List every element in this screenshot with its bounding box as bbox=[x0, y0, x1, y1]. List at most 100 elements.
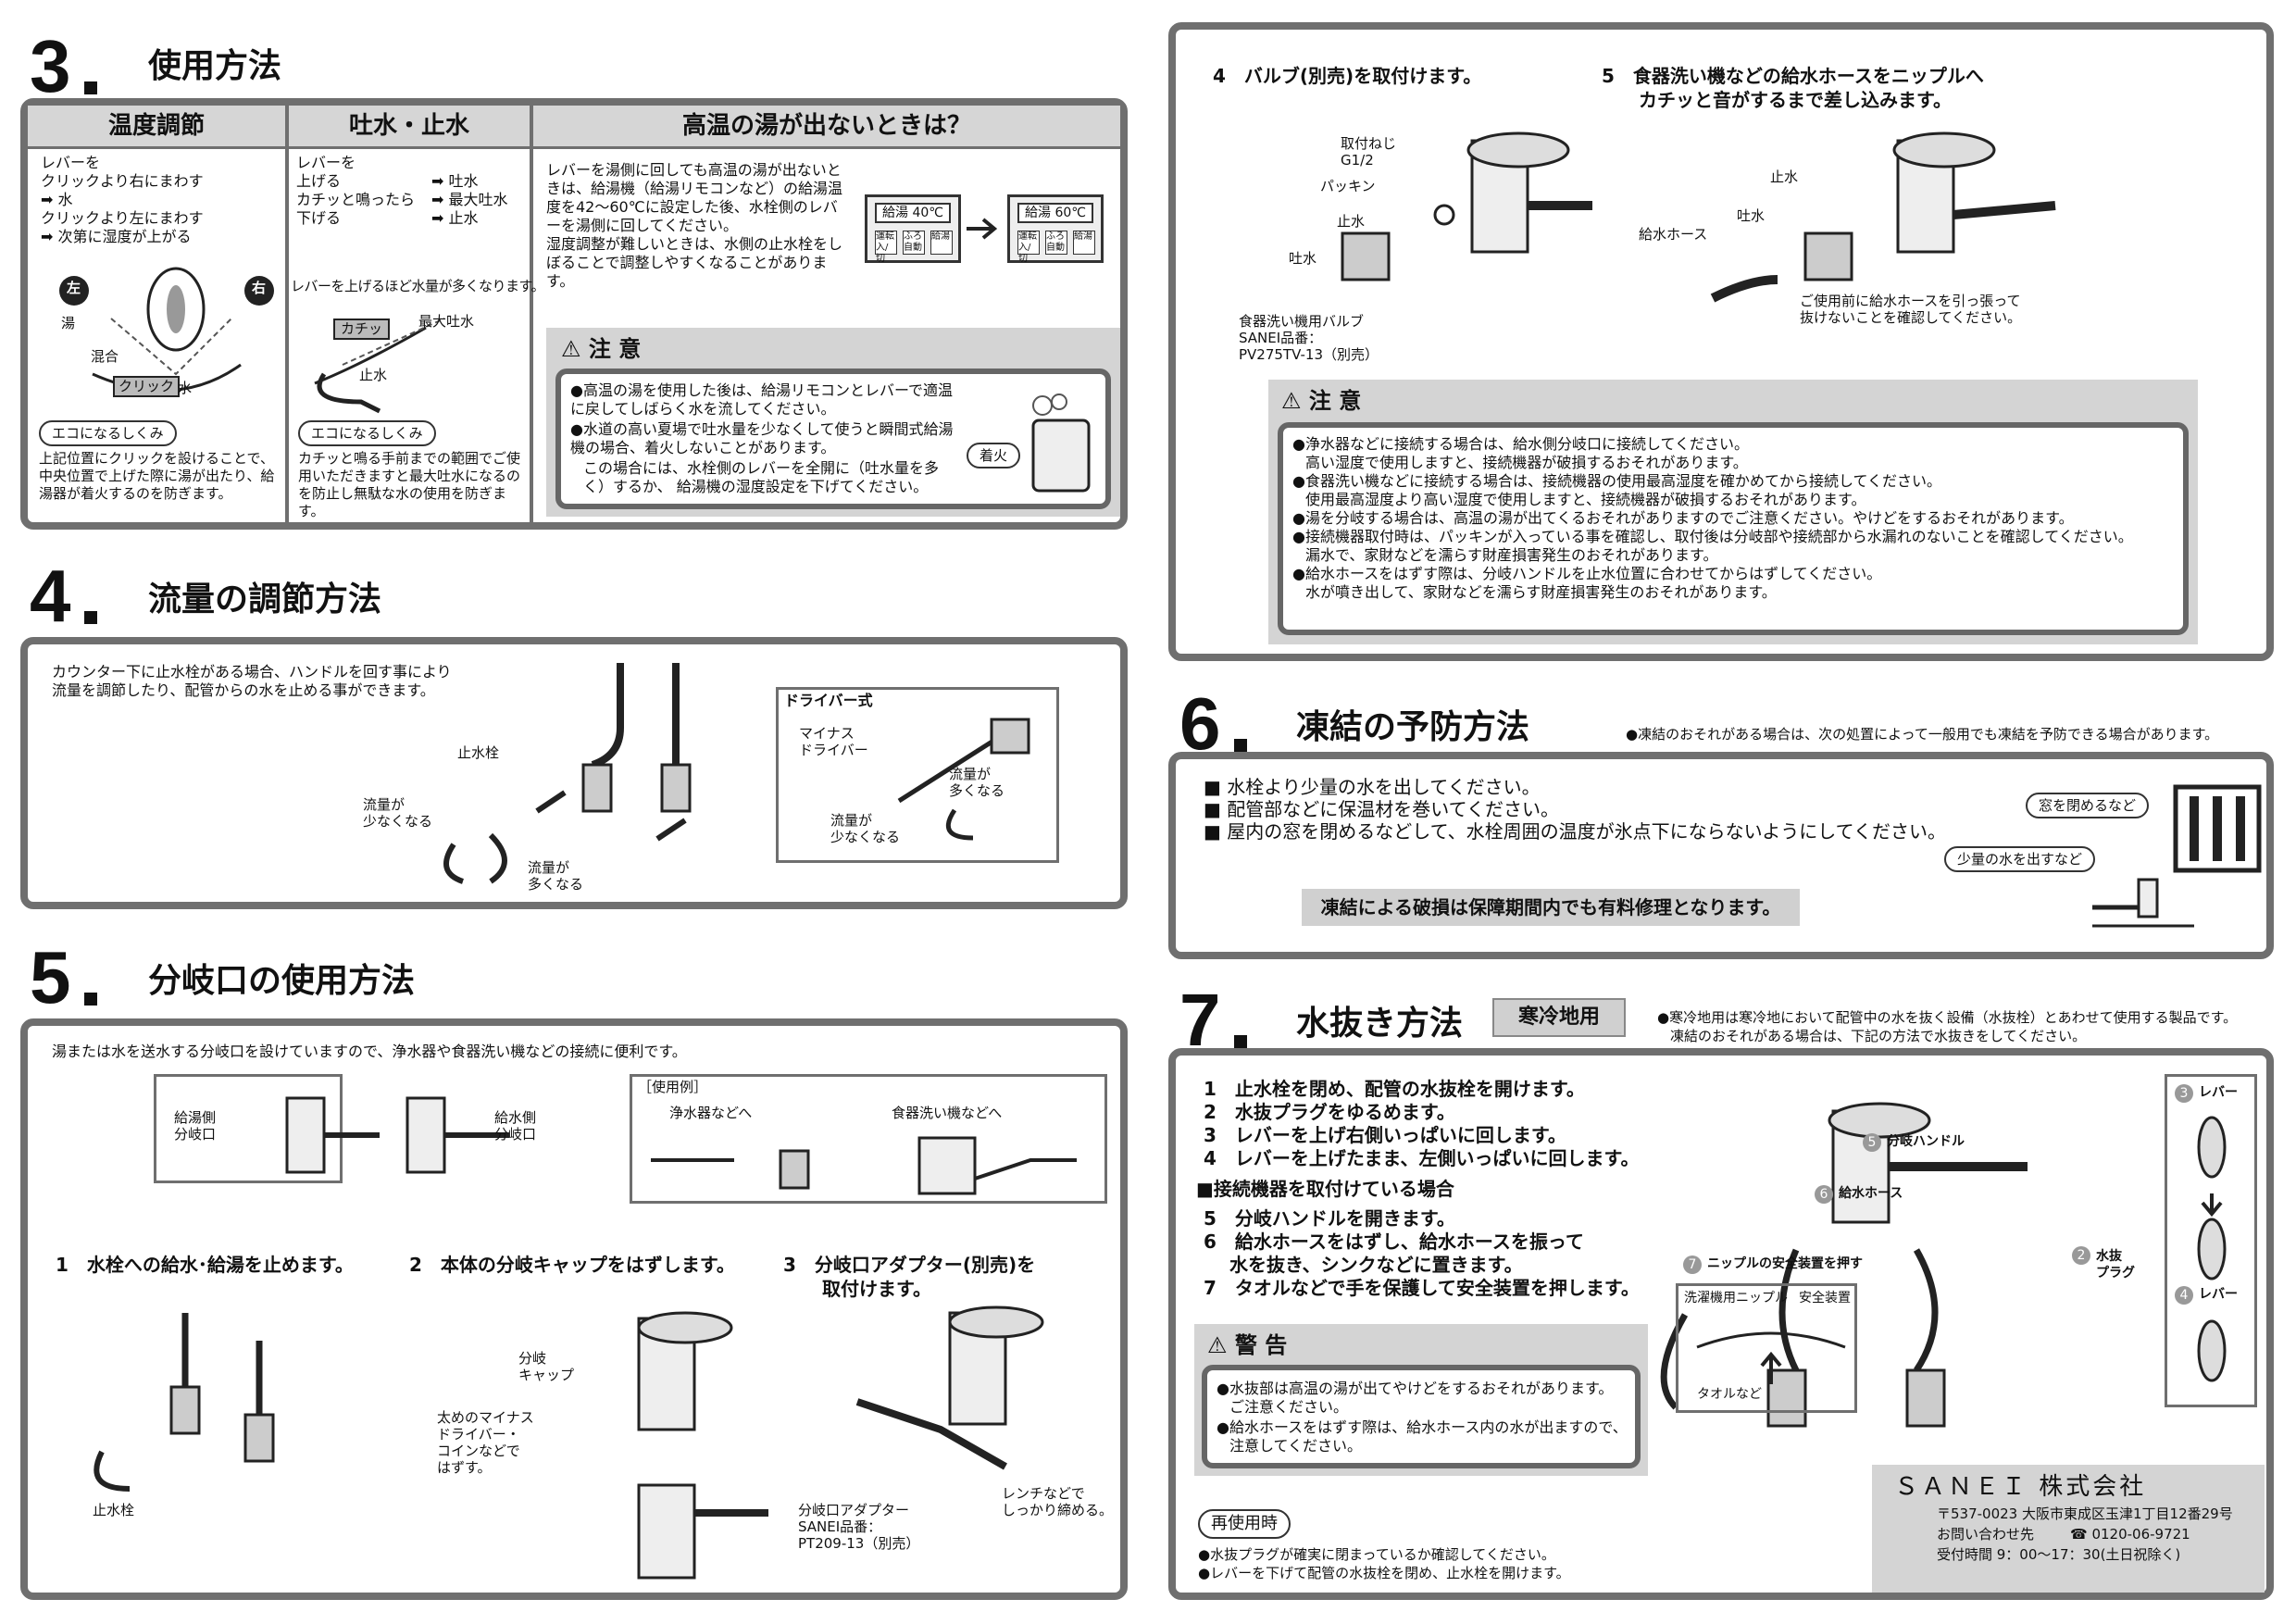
right-marker: 右 bbox=[252, 280, 267, 296]
flow-less-label: 流量が 少なくなる bbox=[363, 796, 433, 830]
adapter-drawing bbox=[855, 1305, 1044, 1470]
section-3-number: 3 bbox=[30, 25, 96, 107]
warning-2b: 注意してください。 bbox=[1229, 1437, 1363, 1455]
driver-title: ドライバー式 bbox=[784, 692, 873, 709]
lever-3-label: レバー bbox=[2199, 1085, 2238, 1100]
spout-diagram bbox=[314, 318, 445, 414]
temp-adjust-text: レバーを クリックより右にまわす ➡ 水 クリックより左にまわす ➡ 次第に湿度… bbox=[41, 154, 204, 245]
example-diagram bbox=[651, 1136, 1077, 1195]
lever-l2: 上げる bbox=[296, 172, 342, 190]
install-step-4: 4 バルブ(別売)を取付けます。 bbox=[1213, 65, 1482, 87]
remote-btn-c: 給湯 bbox=[930, 231, 953, 255]
temp-adjust-header: 温度調節 bbox=[28, 106, 285, 149]
caution-box-valve: ⚠ 注 意 ●浄水器などに接続する場合は、給水側分岐口に接続してください。 高い… bbox=[1268, 380, 2198, 644]
drain-step-3: 3 レバーを上げ右側いっぱいに回します。 bbox=[1204, 1124, 1566, 1146]
company-address: 〒537-0023 大阪市東成区玉津1丁目12番29号 bbox=[1937, 1505, 2233, 1522]
valve-name-label: 食器洗い機用バルブ SANEI品番： PV275TV-13（別売） bbox=[1239, 313, 1379, 363]
hose-insert-drawing bbox=[1710, 131, 2056, 303]
flow-panel: カウンター下に止水栓がある場合、ハンドルを回す事により 流量を調節したり、配管か… bbox=[20, 637, 1128, 909]
lever-rotation-diagram bbox=[59, 267, 274, 393]
branch-step-3a: 3 分岐口アダプター(別売)を bbox=[783, 1254, 1036, 1276]
diag-num-3: 3 bbox=[2175, 1084, 2193, 1103]
caution-box-3: ⚠ 注 意 ●高温の湯を使用した後は、給湯リモコンとレバーで適温に戻してしばらく… bbox=[546, 328, 1120, 517]
hose-spout-label: 吐水 bbox=[1737, 207, 1766, 224]
adapter-label: 分岐口アダプター SANEI品番： PT209-13（別売） bbox=[798, 1502, 920, 1552]
example-2: 食器洗い機などへ bbox=[892, 1105, 1003, 1121]
drain-step-5: 5 分岐ハンドルを開きます。 bbox=[1204, 1207, 1455, 1230]
lever-r4: ➡ 止水 bbox=[431, 209, 479, 227]
remote-40-display: 給湯 40℃ bbox=[875, 203, 951, 223]
caution-valve-4: ●接続機器取付時は、パッキンが入っている事を確認し、取付後は分岐部や接続部から水… bbox=[1292, 528, 2133, 545]
remote-btn-a2: 運転入/切 bbox=[1017, 231, 1040, 264]
example-box: ［使用例］ 浄水器などへ 食器洗い機などへ bbox=[630, 1074, 1107, 1204]
caution-valve-4b: 漏水で、家財などを濡らす財産損害発生のおそれがあります。 bbox=[1305, 546, 1718, 564]
driver-label: マイナス ドライバー bbox=[799, 725, 868, 758]
valve-label: 止水栓 bbox=[457, 744, 500, 761]
branch-step-2: 2 本体の分岐キャップをはずします。 bbox=[409, 1254, 735, 1276]
reuse-tag: 再使用時 bbox=[1198, 1509, 1291, 1539]
faucet-ports-diagram bbox=[285, 1096, 509, 1174]
reuse-1: ●水抜プラグが確実に閉まっているか確認してください。 bbox=[1198, 1546, 1555, 1563]
confirm-label: ご使用前に給水ホースを引っ張って 抜けないことを確認してください。 bbox=[1800, 293, 2022, 326]
high-temp-text: レバーを湯側に回しても高温の湯が出ないときは、給湯機（給湯リモコンなど）の給湯温… bbox=[546, 161, 843, 290]
driver-less-label: 流量が 少なくなる bbox=[830, 812, 901, 845]
nipple-drawing bbox=[1696, 1331, 1846, 1384]
lever-r3: ➡ 最大吐水 bbox=[431, 191, 508, 208]
example-title: ［使用例］ bbox=[638, 1079, 708, 1095]
warning-box: ⚠ 警 告 ●水抜部は高温の湯が出てやけどをするおそれがあります。 ご注意くださ… bbox=[1194, 1324, 1648, 1476]
driver-diagram bbox=[897, 718, 1030, 841]
warning-triangle-icon: ⚠ bbox=[1281, 388, 1302, 414]
drain-note-2: 凍結のおそれがある場合は、下記の方法で水抜きをしてください。 bbox=[1670, 1028, 2087, 1044]
flow-text: カウンター下に止水栓がある場合、ハンドルを回す事により 流量を調節したり、配管か… bbox=[52, 663, 452, 699]
section-4-title: 流量の調節方法 bbox=[148, 581, 382, 618]
lever-4-label: レバー bbox=[2199, 1287, 2238, 1302]
cold-port-label: 給水側 分岐口 bbox=[494, 1109, 537, 1143]
remote-btn-b2: ふろ自動 bbox=[1045, 231, 1067, 255]
branch-step-3b: 取付けます。 bbox=[822, 1278, 931, 1300]
packing-label: パッキン bbox=[1320, 178, 1376, 194]
company-name: ＳＡＮＥＩ 株式会社 bbox=[1894, 1473, 2147, 1501]
high-temp-header: 高温の湯が出ないときは？ bbox=[533, 106, 1120, 149]
install-step-5b: カチッと音がするまで差し込みます。 bbox=[1639, 89, 1952, 111]
hot-port-label: 給湯側 分岐口 bbox=[174, 1109, 217, 1143]
nipple-box: 洗濯機用ニップル 安全装置 タオルなど bbox=[1676, 1283, 1857, 1413]
driver-more-label: 流量が 多くなる bbox=[949, 766, 1005, 799]
wrench-label: レンチなどで しっかり締める。 bbox=[1002, 1485, 1114, 1518]
nipple-label: 洗濯機用ニップル bbox=[1684, 1291, 1788, 1305]
water-label: 水 bbox=[178, 380, 193, 396]
rotate-arrow-icon bbox=[443, 832, 507, 884]
window-icon bbox=[2173, 784, 2262, 873]
valve-install-drawing bbox=[1341, 131, 1592, 281]
section-4-number: 4 bbox=[30, 555, 96, 637]
remote-60-display: 給湯 60℃ bbox=[1017, 203, 1093, 223]
caution-3-2: ●水道の高い夏場で吐水量を少なくして使うと瞬間式給湯機の場合、着火しないことがあ… bbox=[570, 420, 954, 456]
warning-2: ●給水ホースをはずす際は、給水ホース内の水が出ますので、 bbox=[1217, 1418, 1628, 1436]
lever-steps-drawing bbox=[2197, 1116, 2227, 1382]
faucet-cap-drawing bbox=[637, 1311, 768, 1580]
stop-valves-drawing bbox=[94, 1313, 275, 1492]
usage-panel: 温度調節 吐水・止水 高温の湯が出ないときは？ レバーを クリックより右にまわす… bbox=[20, 98, 1128, 530]
freeze-item-3: ■ 屋内の窓を閉めるなどして、水栓周囲の温度が氷点下にならないようにしてください… bbox=[1204, 820, 1947, 843]
safety-device-label: 安全装置 bbox=[1799, 1291, 1851, 1305]
nipple-safety-label: ニップルの安全装置を押す bbox=[1707, 1256, 1863, 1271]
caution-valve-2: ●食器洗い機などに接続する場合は、接続機器の使用最高湿度を確かめてから接続してく… bbox=[1292, 472, 1942, 490]
caution-3-1: ●高温の湯を使用した後は、給湯リモコンとレバーで適温に戻してしばらく水を流してく… bbox=[570, 381, 954, 418]
section-5-title: 分岐口の使用方法 bbox=[148, 962, 416, 1000]
arrow-icon bbox=[967, 218, 998, 240]
branch-panel: 湯または水を送水する分岐口を設けていますので、浄水器や食器洗い機などの接続に便利… bbox=[20, 1018, 1128, 1600]
caution-valve-5b: 水が噴き出して、家財などを濡らす財産損害発生のおそれがあります。 bbox=[1305, 583, 1777, 601]
section-7-title: 水抜き方法 bbox=[1296, 1005, 1464, 1043]
branch-step-1: 1 水栓への給水･給湯を止めます。 bbox=[56, 1254, 354, 1276]
eco-tag-1: エコになるしくみ bbox=[39, 420, 177, 446]
branch-valve-label: 止水栓 bbox=[93, 1502, 135, 1518]
screw-label: 取付ねじ G1/2 bbox=[1341, 135, 1397, 169]
drain-step-6a: 6 給水ホースをはずし、給水ホースを振って bbox=[1204, 1230, 1584, 1253]
drain-step-7: 7 タオルなどで手を保護して安全装置を押します。 bbox=[1204, 1277, 1640, 1299]
lever-note: レバーを上げるほど水量が多くなります。 bbox=[291, 278, 545, 294]
company-contact: お問い合わせ先 bbox=[1937, 1526, 2035, 1543]
drain-step-2: 2 水抜プラグをゆるめます。 bbox=[1204, 1101, 1455, 1123]
reuse-2: ●レバーを下げて配管の水抜栓を閉め、止水栓を開けます。 bbox=[1198, 1565, 1570, 1581]
caution-valve-1b: 高い湿度で使用しますと、接続機器が破損するおそれがあります。 bbox=[1305, 454, 1748, 471]
caution-valve-5: ●給水ホースをはずす際は、分岐ハンドルを止水位置に合わせてからはずしてください。 bbox=[1292, 565, 1882, 582]
freeze-warning: 凍結による破損は保障期間内でも有料修理となります。 bbox=[1302, 889, 1800, 926]
